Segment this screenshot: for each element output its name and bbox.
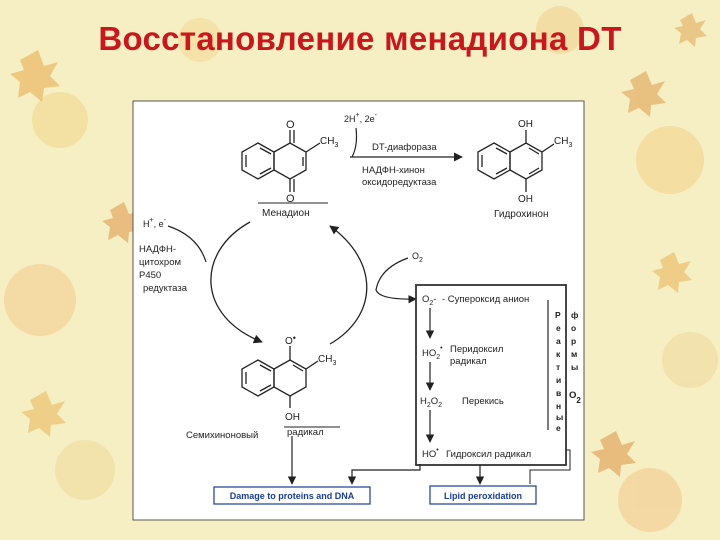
hydroquinone-ch3: CH3 <box>554 136 572 149</box>
side-letter: н <box>556 401 561 411</box>
semiquinone-label-2: радикал <box>287 427 324 438</box>
side-letter: р <box>571 336 576 346</box>
left-cofactor-arrow <box>167 225 207 263</box>
semiquinone-o-radical: O• <box>285 333 296 347</box>
left-cofactor: H+, e- <box>143 217 167 229</box>
side-letter: м <box>571 349 577 359</box>
side-letter: и <box>556 375 561 385</box>
cycle-arrow-right <box>329 225 368 345</box>
ros-to-damage-arrow <box>347 464 421 485</box>
side-letter: ф <box>571 310 579 320</box>
menadione-structure <box>241 130 321 192</box>
top-cofactor: 2H+, 2e- <box>344 112 378 124</box>
hydroquinone-oh-bottom: OH <box>518 194 533 205</box>
cycle-arrow-left <box>210 221 263 344</box>
semiquinone-structure <box>241 346 319 408</box>
ros-side-label-left: Р е а к т и в н ы е <box>555 310 563 433</box>
top-enzyme-1: DT-диафораза <box>372 142 437 153</box>
side-letter: в <box>556 388 561 398</box>
side-o2: O2 <box>569 390 581 405</box>
hydroquinone-label: Гидрохинон <box>494 209 548 220</box>
left-enzyme-line-2: цитохром <box>139 257 181 268</box>
left-enzyme-line-1: НАДФН- <box>139 244 176 255</box>
ros-ho-name: Гидроксил радикал <box>446 449 531 460</box>
top-enzyme-2b: оксидоредуктаза <box>362 177 437 188</box>
semiquinone-label-1: Семихиноновый <box>186 430 258 441</box>
side-letter: Р <box>555 310 561 320</box>
ros-side-label-right: ф о р м ы O2 <box>569 310 581 405</box>
side-letter: ы <box>571 362 578 372</box>
lipid-label: Lipid peroxidation <box>444 491 522 501</box>
damage-box <box>213 486 371 505</box>
left-enzyme-line-4: редуктаза <box>143 283 188 294</box>
top-enzyme-2a: НАДФН-хинон <box>362 165 425 176</box>
o2-in-label: O2 <box>412 251 423 264</box>
ros-h2o2-species: H2O2 <box>420 396 442 409</box>
ros-ho2-name-2: радикал <box>450 356 487 367</box>
top-cofactor-arrow <box>351 127 358 158</box>
side-letter: т <box>556 362 560 372</box>
ros-ho2-species: HO2• <box>422 345 443 361</box>
ros-h2o2-name: Перекись <box>462 396 504 407</box>
side-letter: е <box>556 323 561 333</box>
ros-o2-name: - Супероксид анион <box>442 294 529 305</box>
ros-o2-species: O2- <box>422 294 436 307</box>
ros-box <box>415 284 567 466</box>
menadione-o-bottom: O <box>286 193 295 205</box>
semiquinone-oh: OH <box>285 412 300 423</box>
menadione-o-top: O <box>286 119 295 131</box>
side-letter: ы <box>556 412 563 422</box>
ros-ho-species: HO• <box>422 447 439 460</box>
damage-label: Damage to proteins and DNA <box>230 491 355 501</box>
side-letter: к <box>556 349 561 359</box>
side-letter: а <box>556 336 561 346</box>
hydroquinone-oh-top: OH <box>518 119 533 130</box>
menadione-ch3: CH3 <box>320 136 338 149</box>
side-letter: е <box>556 423 561 433</box>
semiquinone-ch3: CH3 <box>318 354 336 367</box>
o2-to-box-arrow <box>375 257 417 304</box>
slide-title: Восстановление менадиона DT <box>98 20 622 57</box>
lipid-box <box>429 485 537 505</box>
ros-ho2-name-1: Перидоксил <box>450 344 503 355</box>
left-enzyme-line-3: Р450 <box>139 270 161 281</box>
box-to-lipid-arrow <box>529 449 571 484</box>
menadione-label: Менадион <box>262 208 310 219</box>
side-letter: о <box>571 323 576 333</box>
hydroquinone-structure <box>477 130 555 192</box>
